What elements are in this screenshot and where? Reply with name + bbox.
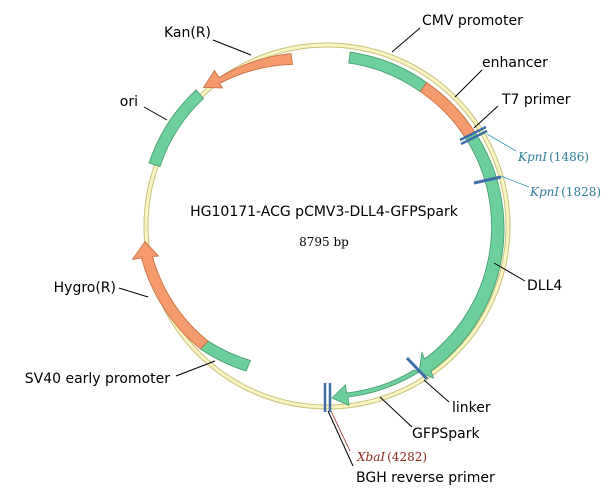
kan-arrow: [202, 53, 293, 89]
plasmid-name: HG10171-ACG pCMV3-DLL4-GFPSpark: [190, 204, 459, 220]
bgh-reverse-primer-mark: [323, 383, 332, 412]
leader-lines: [118, 27, 526, 467]
linker-mark: [405, 356, 429, 381]
kpni-1486-name: KpnI: [517, 150, 547, 164]
xbai-4282-position: (4282): [387, 450, 427, 464]
kan-label: Kan(R): [164, 25, 211, 41]
kpni-1828-leader: [500, 175, 530, 188]
sv40-leader: [175, 360, 216, 377]
ori-label: ori: [120, 94, 138, 110]
site-leaders: [486, 133, 530, 188]
kpni-1486-label: KpnI(1486): [517, 150, 589, 164]
kpni-1486-leader: [486, 133, 517, 152]
linker-label: linker: [452, 400, 491, 416]
sv40-early-promoter-label: SV40 early promoter: [25, 371, 171, 387]
t7-primer-mark: [459, 125, 488, 146]
bgh-reverse-primer-label: BGH reverse primer: [356, 470, 495, 486]
dll4-arrow: [418, 130, 505, 379]
linker-leader: [423, 379, 450, 403]
xbai-4282-label: XbaI(4282): [356, 450, 427, 464]
ori-box: [148, 89, 205, 168]
kan-leader: [212, 39, 252, 56]
kpni-1486-position: (1486): [549, 150, 589, 164]
dll4-leader: [493, 262, 526, 282]
xbai-4282-name: XbaI: [356, 450, 385, 464]
backbone-ring-inner: [144, 43, 510, 409]
enhancer-label: enhancer: [482, 55, 548, 71]
kpni-1828-mark: [473, 175, 502, 185]
kpni-1828-position: (1828): [561, 185, 601, 199]
bgh-leader: [327, 410, 354, 467]
t7-primer-label: T7 primer: [501, 92, 571, 108]
hygro-arrow: [131, 240, 209, 350]
plasmid-size: 8795 bp: [299, 235, 349, 249]
kpni-1828-name: KpnI: [529, 185, 559, 199]
cmv-promoter-label: CMV promoter: [422, 13, 523, 29]
kpni-1828-label: KpnI(1828): [529, 185, 601, 199]
enhancer-leader: [454, 69, 483, 98]
gfpspark-label: GFPSpark: [412, 426, 480, 442]
t7-primer-leader: [473, 105, 499, 129]
hygro-leader: [118, 287, 149, 298]
cmv-promoter-leader: [391, 27, 421, 53]
hygro-label: Hygro(R): [54, 280, 116, 296]
dll4-label: DLL4: [527, 278, 562, 294]
ori-leader: [143, 106, 168, 121]
gfpspark-leader: [379, 396, 413, 428]
xbai-4282-leader: [330, 410, 351, 452]
sv40-early-promoter-box: [199, 340, 252, 372]
gfpspark-arrow: [331, 369, 420, 407]
